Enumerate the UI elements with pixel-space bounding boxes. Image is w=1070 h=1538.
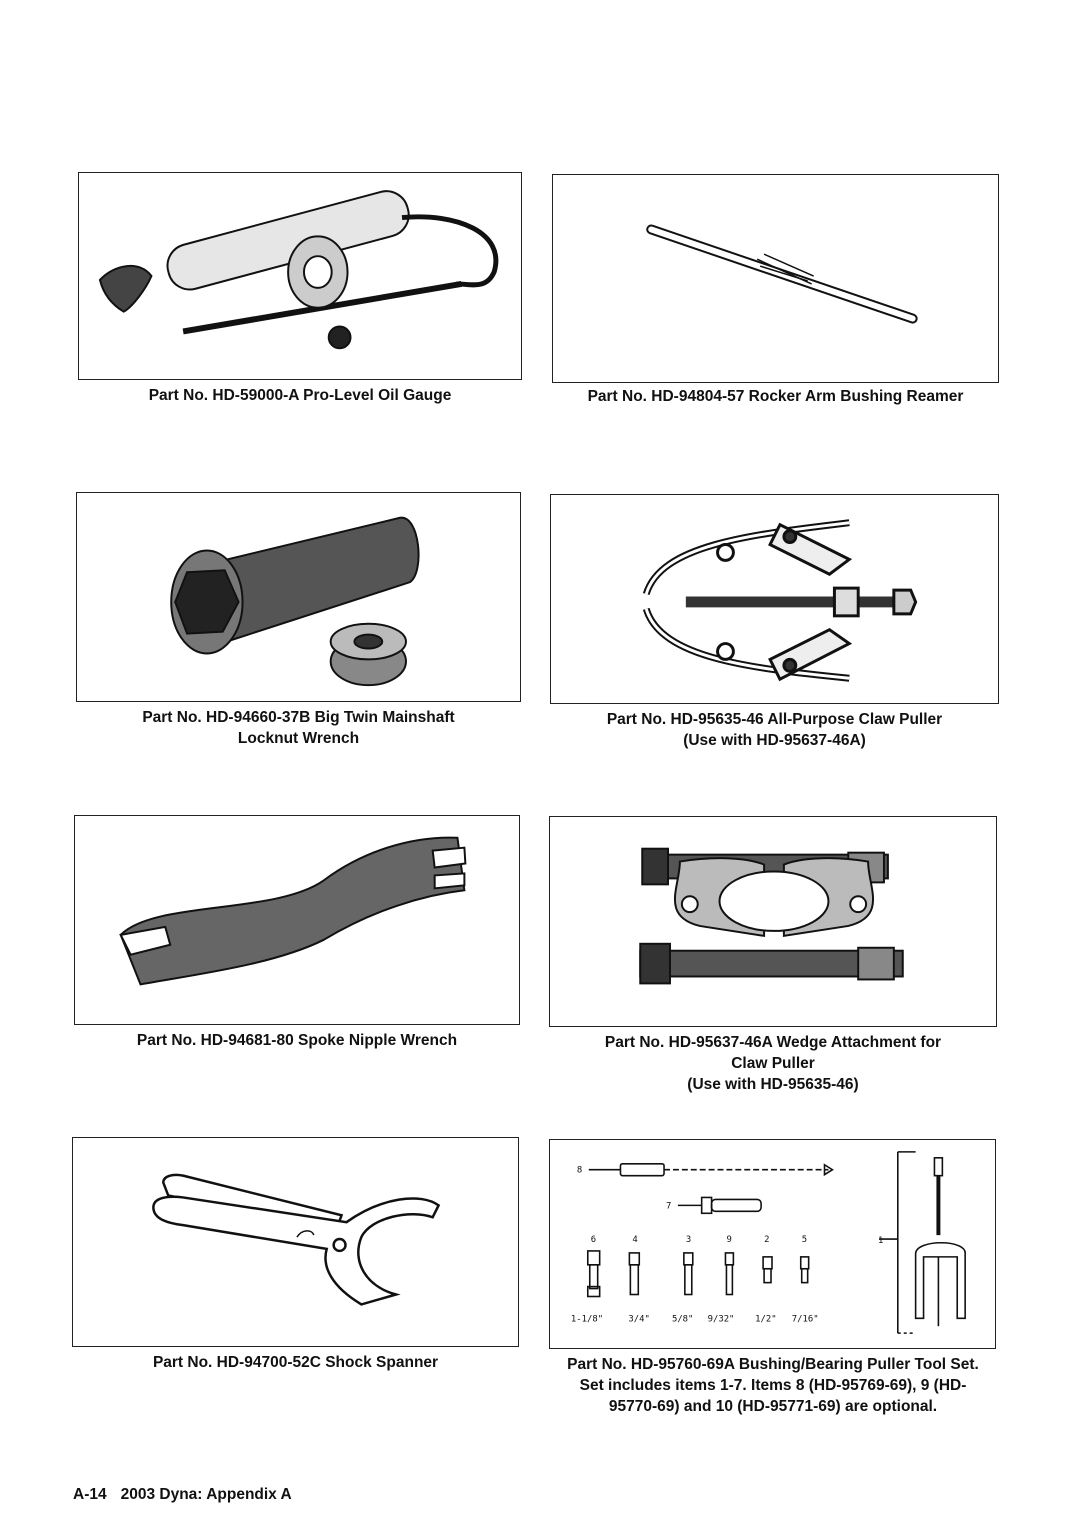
size-label: 1/2": [755, 1314, 776, 1324]
caption-line: Locknut Wrench: [237, 730, 360, 747]
locknut-wrench-illustration: [170, 516, 420, 687]
caption-line: Part No. HD-95637-46A Wedge Attachment f…: [604, 1034, 942, 1051]
size-label: 7/16": [792, 1314, 819, 1324]
caption-puller-set: Part No. HD-95760-69A Bushing/Bearing Pu…: [540, 1354, 1006, 1417]
figure-locknut-wrench: [76, 492, 521, 702]
caption-line: Part No. HD-94681-80 Spoke Nipple Wrench: [136, 1032, 458, 1049]
oil-gauge-illustration: [98, 190, 499, 350]
item-number: 5: [802, 1235, 807, 1245]
callout-8: 8: [577, 1166, 582, 1176]
figure-puller-set: 8 7 1 6 4 3 9 2 5 1-1/8" 3/4" 5/8" 9/32"…: [549, 1139, 996, 1349]
figure-reamer: [552, 174, 999, 383]
caption-line: Part No. HD-95635-46 All-Purpose Claw Pu…: [606, 711, 943, 728]
item-number: 2: [764, 1235, 769, 1245]
item-number: 6: [591, 1235, 596, 1245]
figure-shock-spanner: [72, 1137, 519, 1347]
spoke-nipple-wrench-illustration: [119, 836, 467, 986]
caption-line: Part No. HD-94700-52C Shock Spanner: [152, 1354, 439, 1371]
page-number: A-14: [73, 1486, 107, 1503]
callout-1: 1: [878, 1236, 883, 1246]
figure-wedge: [549, 816, 997, 1027]
caption-line: Part No. HD-94660-37B Big Twin Mainshaft: [142, 709, 455, 726]
caption-line: Set includes items 1-7. Items 8 (HD-9576…: [579, 1377, 967, 1394]
item-number: 9: [726, 1235, 731, 1245]
caption-spoke-wrench: Part No. HD-94681-80 Spoke Nipple Wrench: [74, 1030, 520, 1051]
caption-shock-spanner: Part No. HD-94700-52C Shock Spanner: [72, 1352, 519, 1373]
size-label: 1-1/8": [571, 1314, 603, 1324]
caption-claw-puller: Part No. HD-95635-46 All-Purpose Claw Pu…: [550, 709, 999, 751]
figure-oil-gauge: [78, 172, 522, 380]
caption-line: 95770-69) and 10 (HD-95771-69) are optio…: [608, 1398, 938, 1415]
callout-7: 7: [666, 1201, 671, 1211]
shock-spanner-illustration: [152, 1173, 441, 1306]
figure-spoke-wrench: [74, 815, 520, 1025]
caption-line: Part No. HD-94804-57 Rocker Arm Bushing …: [587, 388, 964, 405]
bushing-reamer-illustration: [646, 224, 918, 324]
caption-locknut-wrench: Part No. HD-94660-37B Big Twin Mainshaft…: [76, 707, 521, 749]
caption-oil-gauge: Part No. HD-59000-A Pro-Level Oil Gauge: [78, 385, 522, 406]
puller-tool-set-illustration: 8 7 1 6 4 3 9 2 5 1-1/8" 3/4" 5/8" 9/32"…: [571, 1151, 966, 1334]
caption-line: (Use with HD-95637-46A): [683, 732, 866, 749]
item-number: 4: [632, 1235, 637, 1245]
item-number: 3: [686, 1235, 691, 1245]
caption-line: (Use with HD-95635-46): [687, 1076, 859, 1093]
caption-line: Claw Puller: [731, 1055, 815, 1072]
caption-line: Part No. HD-95760-69A Bushing/Bearing Pu…: [567, 1356, 979, 1373]
size-label: 9/32": [708, 1314, 735, 1324]
figure-claw-puller: [550, 494, 999, 704]
size-label: 5/8": [672, 1314, 693, 1324]
size-label: 3/4": [628, 1314, 649, 1324]
wedge-attachment-illustration: [639, 847, 904, 985]
caption-wedge: Part No. HD-95637-46A Wedge Attachment f…: [549, 1032, 997, 1095]
page-footer: A-14 2003 Dyna: Appendix A: [73, 1486, 292, 1504]
caption-reamer: Part No. HD-94804-57 Rocker Arm Bushing …: [552, 386, 999, 407]
footer-title: 2003 Dyna: Appendix A: [120, 1486, 292, 1503]
caption-line: Part No. HD-59000-A Pro-Level Oil Gauge: [148, 387, 452, 404]
claw-puller-illustration: [642, 519, 918, 682]
